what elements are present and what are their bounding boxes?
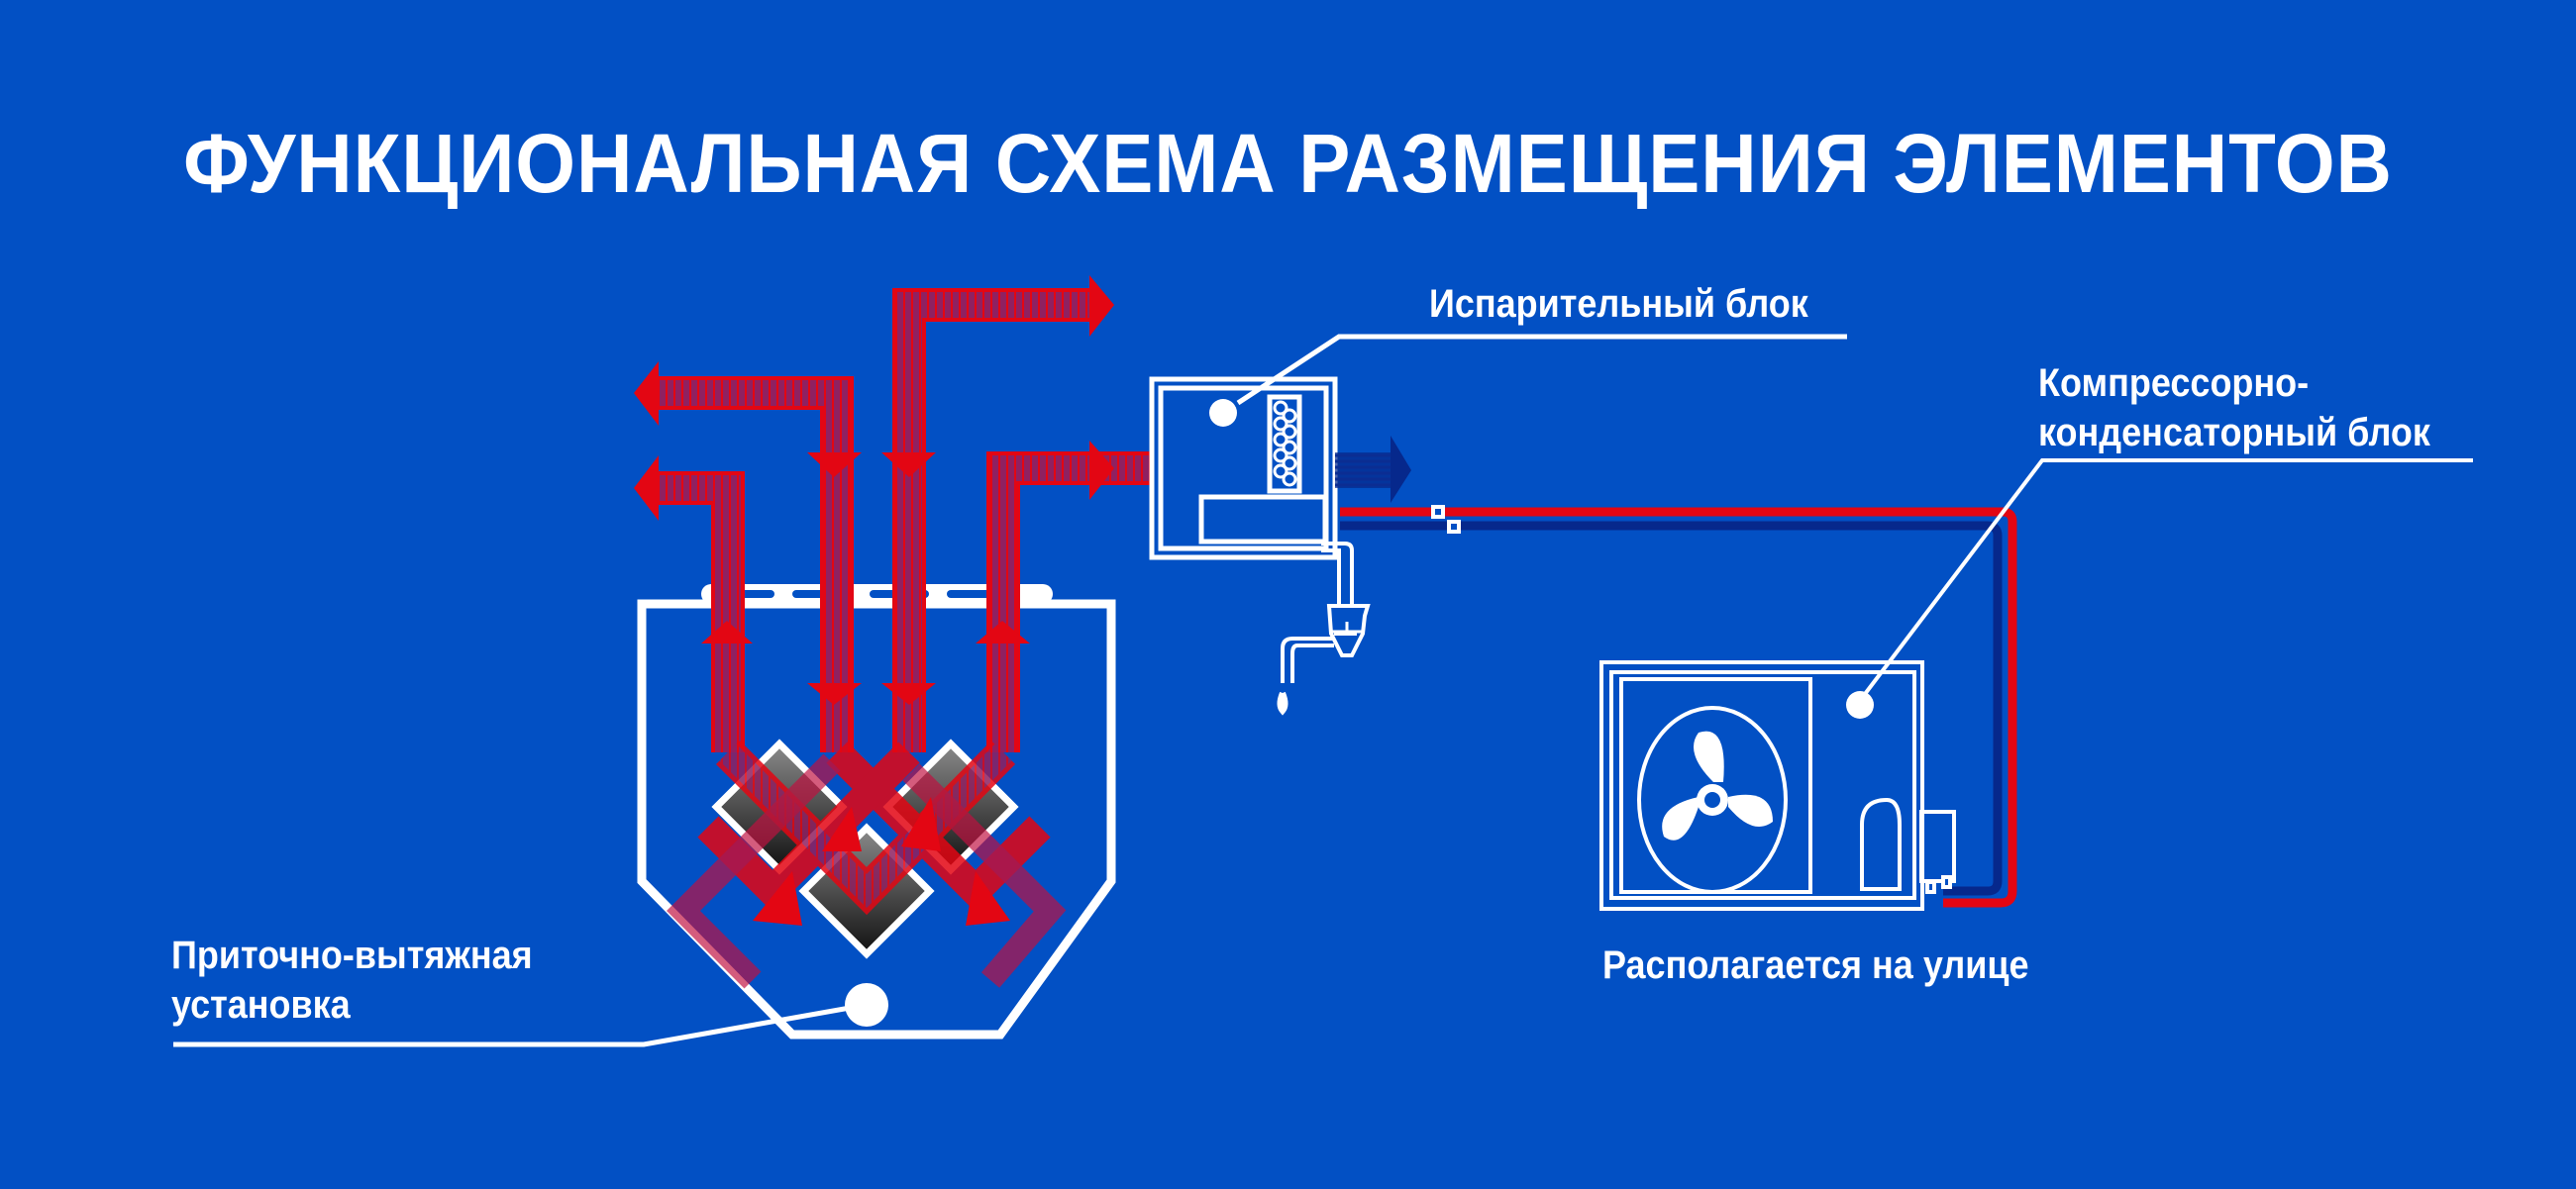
callout-dot — [1209, 399, 1237, 427]
callout-line — [1860, 458, 2473, 700]
arrow-up-icon — [701, 621, 753, 644]
callout-line — [173, 1002, 868, 1047]
label-condenser-line2: конденсаторный блок — [2038, 411, 2430, 454]
condenser-unit — [1599, 458, 2473, 911]
arrow-down-icon — [807, 683, 862, 705]
air-ducts — [634, 275, 1154, 752]
arrow-up-icon — [976, 621, 1030, 644]
cold-air-arrow — [1335, 436, 1411, 503]
label-outdoor-note: Располагается на улице — [1602, 943, 2029, 987]
callout-line — [1236, 334, 1847, 406]
coil-icon — [1273, 400, 1297, 487]
arrow-down-icon — [881, 452, 936, 477]
page-title: ФУНКЦИОНАЛЬНАЯ СХЕМА РАЗМЕЩЕНИЯ ЭЛЕМЕНТО… — [183, 117, 2393, 210]
arrow-diag-icon — [822, 807, 862, 851]
label-ventilation-unit: Приточно-вытяжная установка — [171, 931, 533, 1030]
label-ventilation-line2: установка — [171, 983, 351, 1027]
label-condenser: Компрессорно- конденсаторный блок — [2038, 358, 2430, 457]
refrigerant-lines — [1340, 505, 2017, 908]
arrow-diag-icon — [901, 797, 941, 851]
label-ventilation-line1: Приточно-вытяжная — [171, 934, 533, 977]
arrow-right-icon — [1089, 441, 1114, 500]
arrow-left-icon — [634, 455, 659, 521]
arrow-left-icon — [634, 361, 659, 426]
label-condenser-line1: Компрессорно- — [2038, 361, 2310, 405]
arrow-down-icon — [881, 683, 936, 705]
water-drop-icon — [1277, 691, 1288, 716]
arrow-right-icon — [1089, 275, 1114, 337]
arrow-diag-icon — [753, 871, 802, 926]
fan-icon — [1662, 731, 1773, 841]
arrow-down-icon — [807, 452, 862, 477]
ventilation-unit — [173, 275, 1154, 1047]
label-evaporator: Испарительный блок — [1429, 282, 1808, 326]
arrow-diag-icon — [966, 871, 1010, 926]
callout-dot — [1846, 691, 1874, 719]
